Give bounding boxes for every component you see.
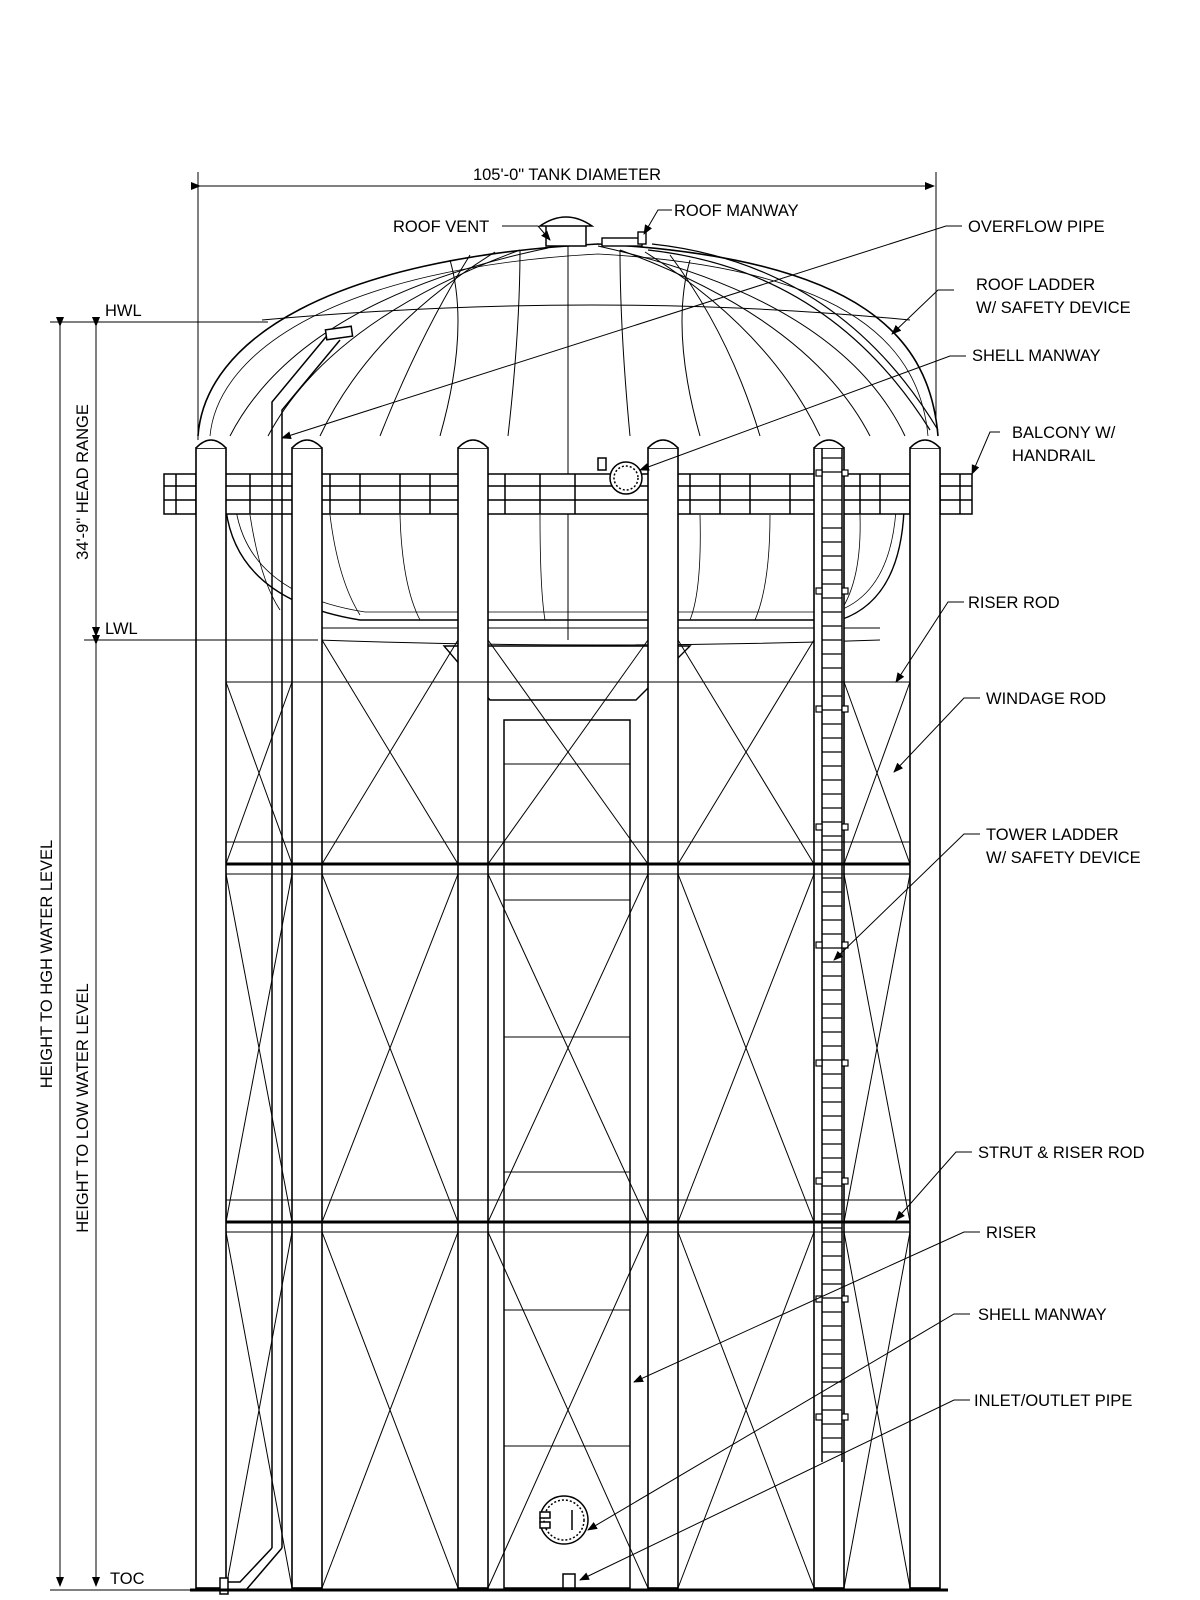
overflow-pipe bbox=[219, 325, 354, 1595]
ladder-bracket bbox=[815, 823, 823, 831]
ladder-bracket bbox=[815, 1413, 823, 1421]
inlet-outlet-pipe-stub bbox=[562, 1573, 576, 1589]
struts bbox=[226, 681, 910, 1233]
lwl-label: LWL bbox=[105, 620, 138, 638]
roof-manway bbox=[601, 231, 647, 247]
ladder-bracket bbox=[841, 1177, 849, 1185]
roof-ladder-label-line2: W/ SAFETY DEVICE bbox=[976, 299, 1131, 317]
ladder-bracket bbox=[815, 705, 823, 713]
tower-ladder-label-line2: W/ SAFETY DEVICE bbox=[986, 849, 1141, 867]
balcony-label-line1: BALCONY W/ bbox=[1012, 424, 1116, 442]
ladder-bracket bbox=[841, 587, 849, 595]
column bbox=[195, 447, 227, 1589]
roof-ladder-label-line1: ROOF LADDER bbox=[976, 276, 1095, 294]
toc-label: TOC bbox=[110, 1570, 145, 1588]
roof-outline bbox=[197, 243, 939, 437]
height-high-label: HEIGHT TO HGH WATER LEVEL bbox=[38, 840, 56, 1088]
shell-manway-lower bbox=[539, 1495, 589, 1545]
column bbox=[291, 447, 323, 1589]
shell-manway-bottom-label: SHELL MANWAY bbox=[978, 1306, 1107, 1324]
column bbox=[909, 447, 941, 1589]
tank-diameter-label: 105'-0" TANK DIAMETER bbox=[473, 166, 661, 184]
riser-rods bbox=[225, 639, 911, 1589]
shell-manway-upper bbox=[597, 457, 643, 495]
tower-ladder-label-line1: TOWER LADDER bbox=[986, 826, 1119, 844]
shell-manway-top-label: SHELL MANWAY bbox=[972, 347, 1101, 365]
ladder-rungs bbox=[815, 457, 849, 1453]
ladder-bracket bbox=[841, 469, 849, 477]
ladder-bracket bbox=[815, 1059, 823, 1067]
column bbox=[457, 447, 489, 1589]
hwl-label: HWL bbox=[105, 302, 142, 320]
balcony-handrail bbox=[163, 473, 973, 515]
head-range-label: 34'-9" HEAD RANGE bbox=[74, 404, 92, 560]
column bbox=[647, 447, 679, 1589]
riser-label: RISER bbox=[986, 1224, 1037, 1242]
ladder-bracket bbox=[841, 1413, 849, 1421]
windage-rod-label: WINDAGE ROD bbox=[986, 690, 1106, 708]
riser-rod-label: RISER ROD bbox=[968, 594, 1060, 612]
ladder-bracket bbox=[815, 941, 823, 949]
ladder-bracket bbox=[841, 705, 849, 713]
ladder-bracket bbox=[841, 1059, 849, 1067]
height-low-label: HEIGHT TO LOW WATER LEVEL bbox=[74, 983, 92, 1232]
tank-diameter-dimension bbox=[191, 172, 937, 440]
riser-pipe bbox=[503, 719, 631, 1589]
roof-manway-label: ROOF MANWAY bbox=[674, 202, 799, 220]
tank-roof bbox=[197, 243, 939, 640]
tank-bowl-lower bbox=[225, 509, 905, 701]
ladder-bracket bbox=[815, 469, 823, 477]
ladder-bracket bbox=[841, 1295, 849, 1303]
level-lines bbox=[50, 317, 318, 1591]
strut-riser-rod-label: STRUT & RISER ROD bbox=[978, 1144, 1145, 1162]
tower-columns bbox=[195, 439, 941, 1589]
ladder-bracket bbox=[841, 941, 849, 949]
roof-ladder bbox=[647, 249, 931, 431]
roof-inner-outline bbox=[209, 253, 929, 437]
roof-vent bbox=[537, 216, 595, 247]
callout-leaders bbox=[281, 209, 1000, 1581]
roof-vent-label: ROOF VENT bbox=[393, 218, 489, 236]
ladder-bracket bbox=[815, 1177, 823, 1185]
ladder-bracket bbox=[815, 587, 823, 595]
overflow-pipe-label: OVERFLOW PIPE bbox=[968, 218, 1105, 236]
balcony-label-line2: HANDRAIL bbox=[1012, 447, 1095, 465]
ladder-bracket bbox=[841, 823, 849, 831]
inlet-outlet-label: INLET/OUTLET PIPE bbox=[974, 1392, 1132, 1410]
